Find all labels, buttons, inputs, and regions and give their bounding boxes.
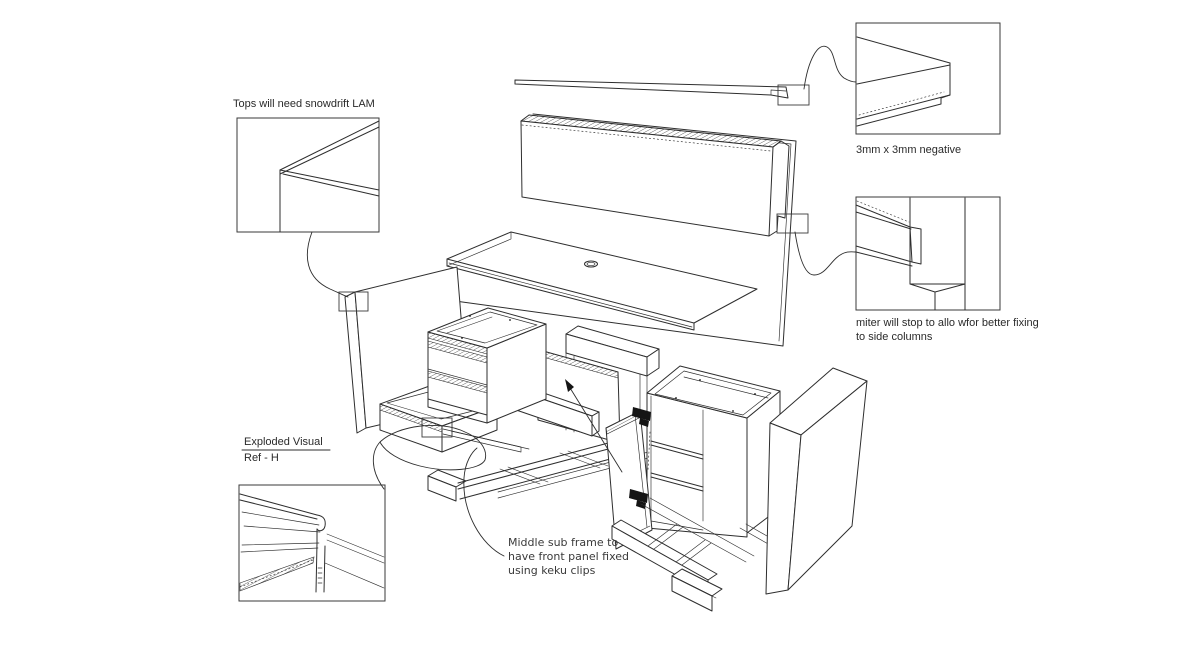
upstand-panel	[520, 114, 790, 237]
drawer-unit	[427, 307, 547, 424]
keku-note-line1: Middle sub frame to	[508, 536, 618, 549]
miter-note-line2: to side columns	[856, 331, 933, 343]
callout-negative-detail	[855, 22, 1001, 135]
leader-rail-profile	[372, 424, 487, 490]
arrowhead	[565, 379, 574, 392]
drawing-ref: Ref - H	[244, 452, 279, 464]
drawer-runners	[442, 428, 530, 453]
pulled-drawer	[379, 383, 498, 453]
cupboard-shelves	[650, 440, 704, 492]
detail-marker-upstand-end	[776, 213, 809, 234]
keku-note: Middle sub frame to have front panel fix…	[508, 536, 629, 577]
cupboard-door	[605, 407, 653, 550]
leader-lines	[306, 45, 857, 557]
leader-tops-note	[306, 231, 349, 298]
drawing-title: Exploded Visual	[244, 436, 323, 448]
keku-note-line3: using keku clips	[508, 564, 596, 577]
hinge-icon	[632, 407, 651, 427]
callout-miter-detail	[855, 196, 1001, 311]
middle-back-frame	[565, 325, 660, 453]
leader-negative-note	[803, 45, 857, 90]
base-frame-right	[611, 497, 775, 612]
drawing-title-block: Exploded Visual Ref - H	[241, 436, 331, 464]
cupboard-carcass	[646, 365, 781, 538]
callout-corner-detail	[236, 117, 380, 233]
grommet-hole	[586, 261, 596, 267]
detail-marker-rail-end	[777, 84, 810, 106]
hinge-icon	[629, 489, 648, 509]
callout-rail-profile-detail	[238, 484, 386, 602]
leader-keku-note	[463, 447, 505, 557]
leader-keku-arrow	[566, 382, 623, 473]
detail-marker-panel-corner	[338, 291, 369, 312]
miter-note-line1: miter will stop to allo wfor better fixi…	[856, 317, 1039, 329]
negative-note: 3mm x 3mm negative	[856, 144, 961, 156]
top-trim-rail	[514, 79, 789, 99]
leader-miter-note	[794, 231, 857, 276]
keku-note-line2: have front panel fixed	[508, 550, 629, 563]
tops-note: Tops will need snowdrift LAM	[233, 98, 375, 110]
worktop	[446, 231, 758, 331]
right-end-panel	[765, 367, 868, 595]
